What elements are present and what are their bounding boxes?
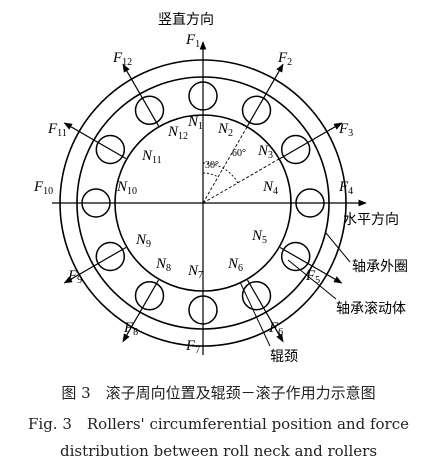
normal-label-N6: N6: [227, 256, 243, 274]
caption-chinese: 图 3 滚子周向位置及辊颈－滚子作用力示意图: [61, 384, 376, 402]
angle-30-label: 30°: [205, 160, 219, 171]
angle-30-arc: [202, 172, 219, 178]
normal-label-N11: N11: [141, 148, 162, 166]
horizontal-direction-label: 水平方向: [343, 212, 399, 228]
outer-race-label: 轴承外圈: [352, 259, 408, 275]
force-label-F4: F4: [338, 179, 353, 197]
angle-60-arc: [202, 162, 239, 184]
rollers-group: [81, 81, 325, 325]
angle-60-label: 60°: [232, 148, 246, 159]
force-label-F12: F12: [112, 50, 132, 68]
force-label-F3: F3: [338, 121, 353, 139]
normal-label-N1: N1: [187, 114, 203, 132]
force-arrow-2: [246, 63, 284, 127]
roll-neck-label: 辊颈: [270, 349, 298, 365]
force-label-F8: F8: [123, 320, 138, 338]
rolling-element-label: 轴承滚动体: [336, 300, 406, 317]
caption-english-line1: Fig. 3 Rollers' circumferential position…: [28, 415, 409, 433]
force-arrow-11: [63, 122, 127, 160]
force-arrow-8: [122, 279, 160, 343]
force-arrow-3: [279, 122, 343, 160]
normal-label-N9: N9: [135, 232, 151, 250]
normal-label-N8: N8: [155, 256, 171, 274]
force-label-F2: F2: [277, 50, 292, 68]
normal-label-N10: N10: [116, 179, 137, 197]
force-label-F1: F1: [185, 32, 200, 50]
force-label-F11: F11: [47, 121, 67, 139]
force-arrow-6: [246, 279, 284, 343]
normal-label-N2: N2: [217, 121, 233, 139]
rolling-element-leader: [287, 259, 337, 300]
roll-neck-leader: [239, 281, 271, 347]
force-arrow-12: [122, 63, 160, 127]
vertical-direction-label: 竖直方向: [158, 11, 214, 28]
force-label-F5: F5: [305, 268, 320, 286]
force-label-F10: F10: [33, 179, 53, 197]
normal-label-N4: N4: [262, 179, 278, 197]
force-label-F9: F9: [67, 268, 82, 286]
outer-race-leader: [325, 232, 351, 263]
normal-label-N7: N7: [187, 263, 203, 281]
normal-label-N12: N12: [167, 124, 188, 142]
normal-label-N5: N5: [251, 228, 267, 246]
caption-english-line2: distribution between roll neck and rolle…: [59, 442, 378, 460]
force-label-F7: F7: [185, 338, 200, 356]
force-arrow-9: [63, 246, 127, 284]
force-arrows-group: [63, 63, 343, 343]
force-arrow-5: [279, 246, 343, 284]
